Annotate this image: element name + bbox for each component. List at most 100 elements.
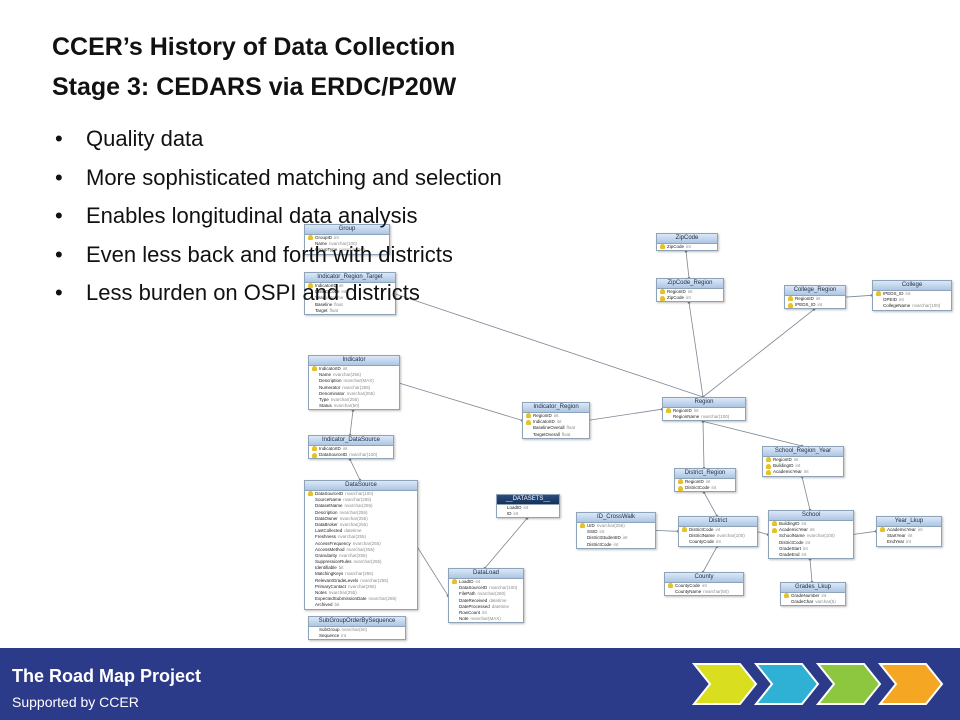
field-type: int bbox=[686, 244, 691, 249]
field-spacer bbox=[312, 379, 317, 384]
field-name: DateProcessed bbox=[459, 603, 490, 609]
field-type: int bbox=[341, 633, 347, 639]
field-spacer bbox=[452, 604, 457, 609]
field-name: RegionID bbox=[533, 413, 552, 418]
field-spacer bbox=[500, 512, 505, 517]
field-name: GradeEnd bbox=[779, 551, 800, 557]
field-name: OPEID bbox=[883, 297, 898, 303]
primary-key-icon bbox=[526, 413, 531, 419]
field-type: nvarchar(255) bbox=[339, 515, 368, 521]
primary-key-icon bbox=[772, 521, 777, 527]
field-name: StartYear bbox=[887, 533, 906, 539]
field-name: AcademicYear bbox=[779, 527, 808, 533]
field-type: int bbox=[817, 302, 823, 308]
entity-title: DataSource bbox=[305, 481, 417, 491]
entity-title: School_Region_Year bbox=[763, 447, 843, 457]
slide-subtitle: Stage 3: CEDARS via ERDC/P20W bbox=[52, 73, 457, 101]
field-spacer bbox=[772, 546, 777, 551]
entity-title: School bbox=[769, 511, 853, 521]
field-type: int bbox=[622, 535, 628, 541]
field-spacer bbox=[500, 505, 505, 510]
field-name: Denominator bbox=[319, 390, 345, 396]
field-name: DateReceived bbox=[459, 597, 488, 603]
field-spacer bbox=[308, 559, 313, 564]
field-name: RegionName bbox=[673, 414, 700, 420]
entity-title: Year_Lkup bbox=[877, 517, 941, 527]
relationship-line bbox=[685, 251, 690, 279]
field-type: int bbox=[716, 539, 721, 545]
field-name: Archived bbox=[315, 602, 333, 608]
footer-bar: The Road Map Project Supported by CCER bbox=[0, 648, 960, 720]
entity-title: College_Region bbox=[785, 286, 845, 296]
field-name: GradeChar bbox=[791, 599, 814, 605]
bullet-dot: • bbox=[55, 241, 63, 267]
field-spacer bbox=[452, 598, 457, 603]
field-type: int bbox=[801, 551, 807, 557]
entity-title: ZipCode bbox=[657, 234, 717, 244]
field-name: IndicatorID bbox=[319, 446, 341, 451]
field-type: int bbox=[686, 295, 691, 301]
field-name: FilePath bbox=[459, 591, 476, 597]
field-spacer bbox=[666, 415, 671, 420]
bullet-item: •More sophisticated matching and selecti… bbox=[50, 159, 502, 198]
field-name: SourceName bbox=[315, 497, 342, 503]
primary-key-icon bbox=[660, 244, 665, 250]
chevron-arrow bbox=[753, 663, 820, 705]
field-spacer bbox=[772, 534, 777, 539]
bullet-item: •Even less back and forth with districts bbox=[50, 236, 502, 275]
field-spacer bbox=[308, 504, 313, 509]
field-name: DistrictCode bbox=[779, 539, 804, 545]
bullet-item: •Quality data bbox=[50, 120, 502, 159]
field-type: int bbox=[907, 533, 913, 539]
relationship-line bbox=[702, 421, 803, 447]
field-name: GroupID bbox=[315, 235, 333, 240]
field-spacer bbox=[580, 536, 585, 541]
field-spacer bbox=[880, 540, 885, 545]
field-name: Name bbox=[315, 241, 328, 247]
field-type: nvarchar(255) bbox=[333, 372, 362, 378]
field-name: Numerator bbox=[319, 384, 341, 390]
field-name: IPEDS_ID bbox=[795, 302, 816, 308]
field-spacer bbox=[308, 510, 313, 515]
field-type: nvarchar(255) bbox=[596, 523, 625, 528]
field-type: nvarchar(255) bbox=[338, 534, 367, 540]
field-name: DataSourceID bbox=[459, 585, 488, 591]
relationship-line bbox=[755, 530, 769, 535]
field-type: nvarchar(255) bbox=[328, 590, 357, 595]
field-name: GradeStart bbox=[779, 545, 802, 551]
footer-subtitle: Supported by CCER bbox=[12, 694, 139, 710]
field-name: Identifiable bbox=[315, 565, 337, 571]
field-type: nvarchar(255) bbox=[353, 559, 382, 565]
field-spacer bbox=[312, 627, 317, 632]
